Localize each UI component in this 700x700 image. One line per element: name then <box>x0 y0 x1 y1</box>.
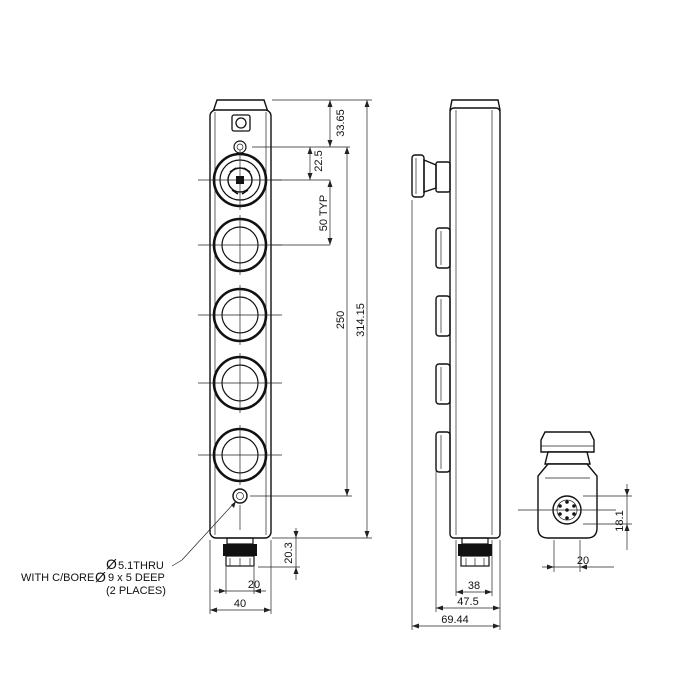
note-line-2: 9 x 5 DEEP <box>108 572 165 584</box>
front-connector <box>223 537 257 567</box>
dim-base-width: 38 <box>468 580 480 592</box>
dim-connector-length: 20.3 <box>283 542 295 563</box>
end-button-cap <box>540 431 595 453</box>
side-enclosure <box>449 107 501 539</box>
push-button-1 <box>198 215 282 275</box>
dim-connector-width: 20 <box>248 579 260 591</box>
emergency-stop-button <box>198 150 282 210</box>
side-connector <box>458 537 492 567</box>
dim-body-depth: 47.5 <box>457 596 478 608</box>
end-view: 18.1 20 <box>518 431 632 572</box>
note-line-3: (2 PLACES) <box>106 585 166 597</box>
push-button-3 <box>198 353 282 413</box>
note-diameter-symbol-2: Ø <box>95 569 106 585</box>
key-switch <box>231 114 251 132</box>
mounting-hole-bottom <box>232 488 248 504</box>
dim-body-width: 40 <box>234 598 246 610</box>
note-line-2-prefix: WITH C/BORE <box>21 572 94 584</box>
side-button-2 <box>435 295 451 337</box>
note-line-1: 5.1THRU <box>118 560 164 572</box>
front-view: 33.65 22.5 50 TYP 250 314.15 20.3 20 40 <box>171 99 372 614</box>
dim-span: 250 <box>335 311 347 329</box>
dim-overall-length: 314.15 <box>355 303 367 337</box>
side-button-1 <box>435 227 451 269</box>
push-button-4 <box>198 425 282 485</box>
end-connector-face <box>518 495 616 525</box>
dim-end-connector-height: 18.1 <box>614 510 626 531</box>
dim-first-pitch: 22.5 <box>313 150 325 171</box>
side-button-4 <box>435 431 451 473</box>
dim-pitch: 50 TYP <box>318 195 330 232</box>
push-button-2 <box>198 285 282 345</box>
side-view: 38 47.5 69.44 <box>411 99 501 630</box>
dim-top-offset: 33.65 <box>335 109 347 137</box>
note-diameter-symbol-1: Ø <box>106 556 117 572</box>
front-enclosure <box>209 109 272 539</box>
hole-note: Ø 5.1THRU WITH C/BORE Ø 9 x 5 DEEP (2 PL… <box>21 556 166 597</box>
dim-end-connector-width: 20 <box>577 555 589 567</box>
dim-overall-depth: 69.44 <box>441 614 469 626</box>
side-emergency-stop <box>411 154 451 198</box>
side-button-3 <box>435 363 451 405</box>
